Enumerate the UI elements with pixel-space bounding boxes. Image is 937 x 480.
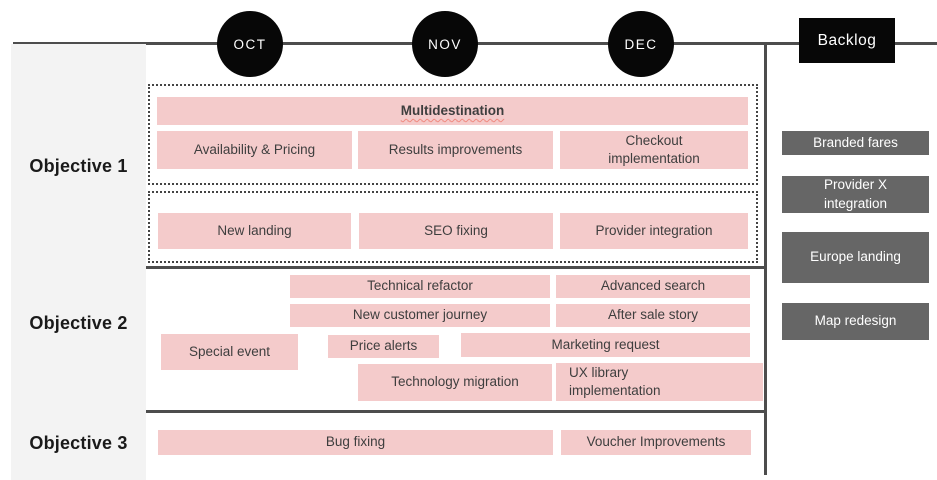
task-label: New customer journey bbox=[352, 307, 488, 323]
task-label: Special event bbox=[188, 343, 271, 359]
task-bug-fixing[interactable]: Bug fixing bbox=[158, 430, 553, 455]
task-results-improvements[interactable]: Results improvements bbox=[358, 131, 553, 169]
task-label: After sale story bbox=[607, 307, 699, 323]
month-label: NOV bbox=[428, 36, 462, 52]
backlog-header[interactable]: Backlog bbox=[799, 18, 895, 63]
backlog-item-provider-x-integration[interactable]: Provider X integration bbox=[782, 176, 929, 213]
task-label: UX library implementation bbox=[569, 364, 661, 398]
task-technical-refactor[interactable]: Technical refactor bbox=[290, 275, 550, 298]
task-label: Checkout implementation bbox=[608, 132, 700, 166]
backlog-item-label: Map redesign bbox=[814, 313, 897, 329]
task-advanced-search[interactable]: Advanced search bbox=[556, 275, 750, 298]
backlog-item-branded-fares[interactable]: Branded fares bbox=[782, 131, 929, 155]
task-label: Technology migration bbox=[391, 374, 519, 390]
task-label: Marketing request bbox=[551, 336, 660, 352]
task-label: Results improvements bbox=[388, 141, 523, 157]
task-label: Price alerts bbox=[349, 338, 418, 354]
task-technology-migration[interactable]: Technology migration bbox=[358, 364, 552, 401]
backlog-separator-line bbox=[764, 43, 767, 475]
backlog-item-europe-landing[interactable]: Europe landing bbox=[782, 232, 929, 283]
month-badge-dec[interactable]: DEC bbox=[608, 11, 674, 77]
task-label: Advanced search bbox=[600, 278, 706, 294]
task-label: Multidestination bbox=[400, 102, 505, 118]
task-availability-pricing[interactable]: Availability & Pricing bbox=[157, 131, 352, 169]
task-checkout-implementation[interactable]: Checkout implementation bbox=[560, 131, 748, 169]
task-special-event[interactable]: Special event bbox=[161, 334, 298, 370]
task-label: Technical refactor bbox=[367, 278, 473, 294]
backlog-item-map-redesign[interactable]: Map redesign bbox=[782, 303, 929, 340]
month-badge-oct[interactable]: OCT bbox=[217, 11, 283, 77]
task-new-landing[interactable]: New landing bbox=[158, 213, 351, 249]
task-multidestination[interactable]: Multidestination bbox=[157, 97, 748, 125]
task-ux-library-implementation[interactable]: UX library implementation bbox=[556, 363, 763, 401]
month-label: DEC bbox=[624, 36, 658, 52]
backlog-item-label: Provider X integration bbox=[823, 177, 888, 211]
objective-2-label: Objective 2 bbox=[29, 313, 128, 333]
backlog-item-label: Europe landing bbox=[810, 249, 901, 265]
task-provider-integration[interactable]: Provider integration bbox=[560, 213, 748, 249]
task-label: SEO fixing bbox=[424, 222, 488, 238]
task-new-customer-journey[interactable]: New customer journey bbox=[290, 304, 550, 327]
month-label: OCT bbox=[233, 36, 267, 52]
objectives-column bbox=[11, 44, 146, 480]
objective-3-label: Objective 3 bbox=[29, 433, 128, 453]
task-label: Bug fixing bbox=[325, 434, 386, 450]
task-label: Provider integration bbox=[595, 222, 713, 238]
objective1-divider-line bbox=[11, 266, 765, 269]
task-marketing-request[interactable]: Marketing request bbox=[461, 333, 750, 357]
objective-1-label: Objective 1 bbox=[29, 156, 128, 176]
task-seo-fixing[interactable]: SEO fixing bbox=[359, 213, 553, 249]
month-badge-nov[interactable]: NOV bbox=[412, 11, 478, 77]
task-voucher-improvements[interactable]: Voucher Improvements bbox=[561, 430, 751, 455]
task-label: New landing bbox=[217, 222, 292, 238]
task-price-alerts[interactable]: Price alerts bbox=[328, 335, 439, 358]
sprint-group-2-outline bbox=[148, 191, 758, 263]
task-after-sale-story[interactable]: After sale story bbox=[556, 304, 750, 327]
task-label: Voucher Improvements bbox=[586, 434, 726, 450]
sprint-group-1-outline bbox=[148, 84, 758, 185]
backlog-title: Backlog bbox=[817, 31, 877, 49]
task-label: Availability & Pricing bbox=[193, 141, 316, 157]
backlog-item-label: Branded fares bbox=[813, 134, 898, 150]
objective2-divider-line bbox=[11, 410, 765, 413]
